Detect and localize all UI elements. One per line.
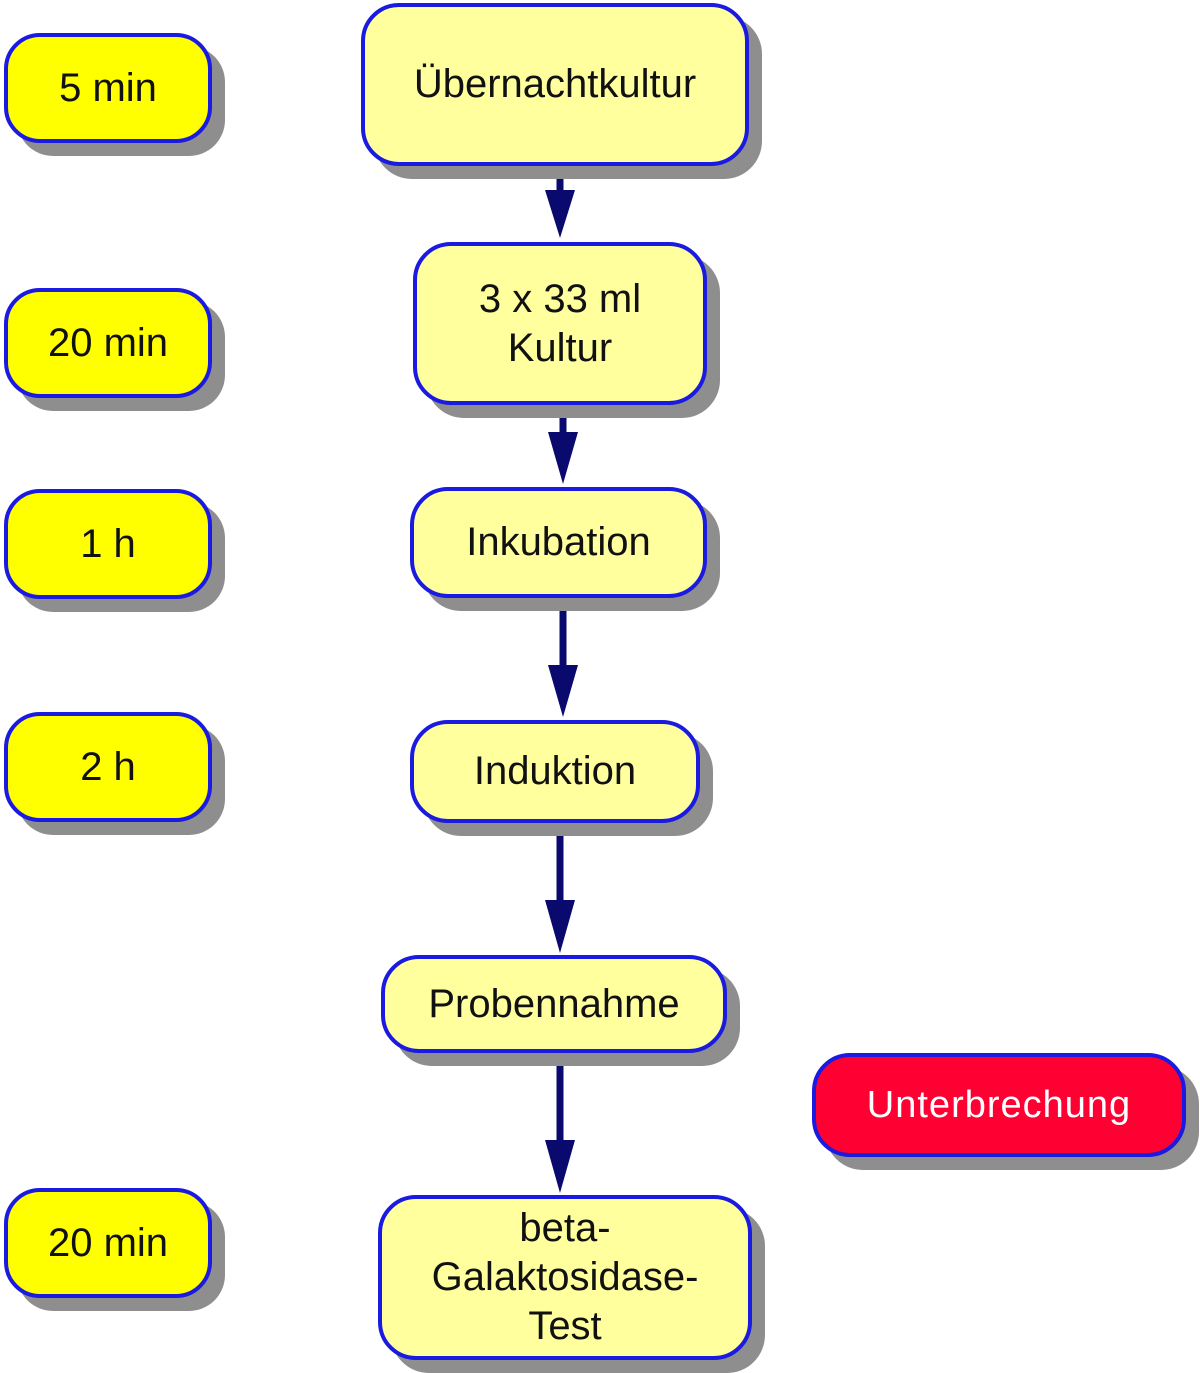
time-box-3: 1 h (4, 489, 212, 599)
time-label: 20 min (47, 320, 169, 365)
step-culture-volume: 3 x 33 ml Kultur (413, 242, 707, 405)
step-incubation: Inkubation (410, 487, 707, 598)
arrow-4 (545, 825, 575, 953)
time-box-4: 2 h (4, 712, 212, 822)
step-label: beta- Galaktosidase- Test (431, 1206, 699, 1348)
time-label: 20 min (47, 1220, 169, 1265)
step-galactosidase-test: beta- Galaktosidase- Test (378, 1195, 752, 1360)
arrow-5 (545, 1055, 575, 1193)
time-label: 2 h (80, 744, 136, 789)
time-box-5: 20 min (4, 1188, 212, 1298)
step-induction: Induktion (410, 720, 700, 823)
time-label: 1 h (80, 521, 136, 566)
time-box-2: 20 min (4, 288, 212, 398)
arrow-3 (548, 600, 578, 717)
arrow-2 (548, 408, 578, 484)
step-label: Inkubation (466, 520, 651, 565)
step-label: 3 x 33 ml Kultur (478, 276, 642, 370)
step-label: Probennahme (428, 981, 680, 1026)
time-label: 5 min (59, 65, 157, 110)
arrow-1 (545, 168, 575, 238)
time-box-1: 5 min (4, 33, 212, 143)
step-overnight-culture: Übernachtkultur (361, 3, 749, 166)
interrupt-label: Unterbrechung (866, 1083, 1132, 1126)
interrupt-box: Unterbrechung (812, 1053, 1186, 1157)
step-label: Induktion (473, 749, 637, 794)
step-label: Übernachtkultur (413, 62, 697, 107)
step-sampling: Probennahme (381, 955, 727, 1053)
